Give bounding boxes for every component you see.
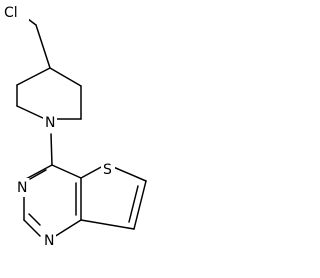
sulfur-label: S: [103, 162, 112, 178]
bond-pyrimidine-lower-nitrogen-ring-fusion: [53, 219, 82, 238]
pyrimidine-lower-nitrogen-label: N: [44, 233, 54, 249]
bond-pyrimidine-c2-lower-nitrogen: [23, 219, 41, 237]
bond-layer: [16, 15, 147, 238]
bond-thiophene-c2-c3: [133, 180, 147, 230]
chlorine-label-background: [0, 5, 29, 22]
bond-double-inner-pyrimidine-left: [28, 213, 41, 226]
bond-piperidine-nitrogen-pyrimidine-carbon: [50, 133, 53, 166]
pyrimidine-upper-nitrogen-label: N: [17, 180, 27, 196]
atom-label-layer: Cl N S N N: [0, 5, 115, 250]
bond-chloromethyl-carbon-ring-carbon: [35, 24, 51, 69]
bond-double-inner-thiophene-right: [128, 185, 139, 223]
molecule-structure: Cl N S N N: [0, 5, 147, 250]
bond-pyrimidine-carbon-upper-nitrogen: [23, 164, 53, 181]
bond-piperidine-upper-left-c4: [16, 67, 51, 86]
sulfur-label-background: [101, 160, 115, 179]
piperidine-nitrogen-label-background: [43, 113, 57, 132]
bond-thiophene-c3-fusion: [80, 219, 135, 230]
bond-thiophene-fusion-sulfur: [80, 165, 104, 179]
bond-piperidine-nitrogen-lower-left: [16, 105, 46, 120]
pyrimidine-lower-nitrogen-label-background: [42, 231, 56, 250]
bond-thiophene-sulfur-c2: [110, 165, 147, 182]
piperidine-nitrogen-label: N: [45, 115, 55, 131]
bond-pyrimidine-upper-fusion-carbon: [51, 164, 82, 179]
chlorine-label: Cl: [4, 5, 18, 21]
pyrimidine-upper-nitrogen-label-background: [15, 178, 29, 197]
bond-double-inner-pyrimidine-top: [29, 169, 47, 180]
bond-piperidine-c4-upper-right: [49, 67, 82, 87]
